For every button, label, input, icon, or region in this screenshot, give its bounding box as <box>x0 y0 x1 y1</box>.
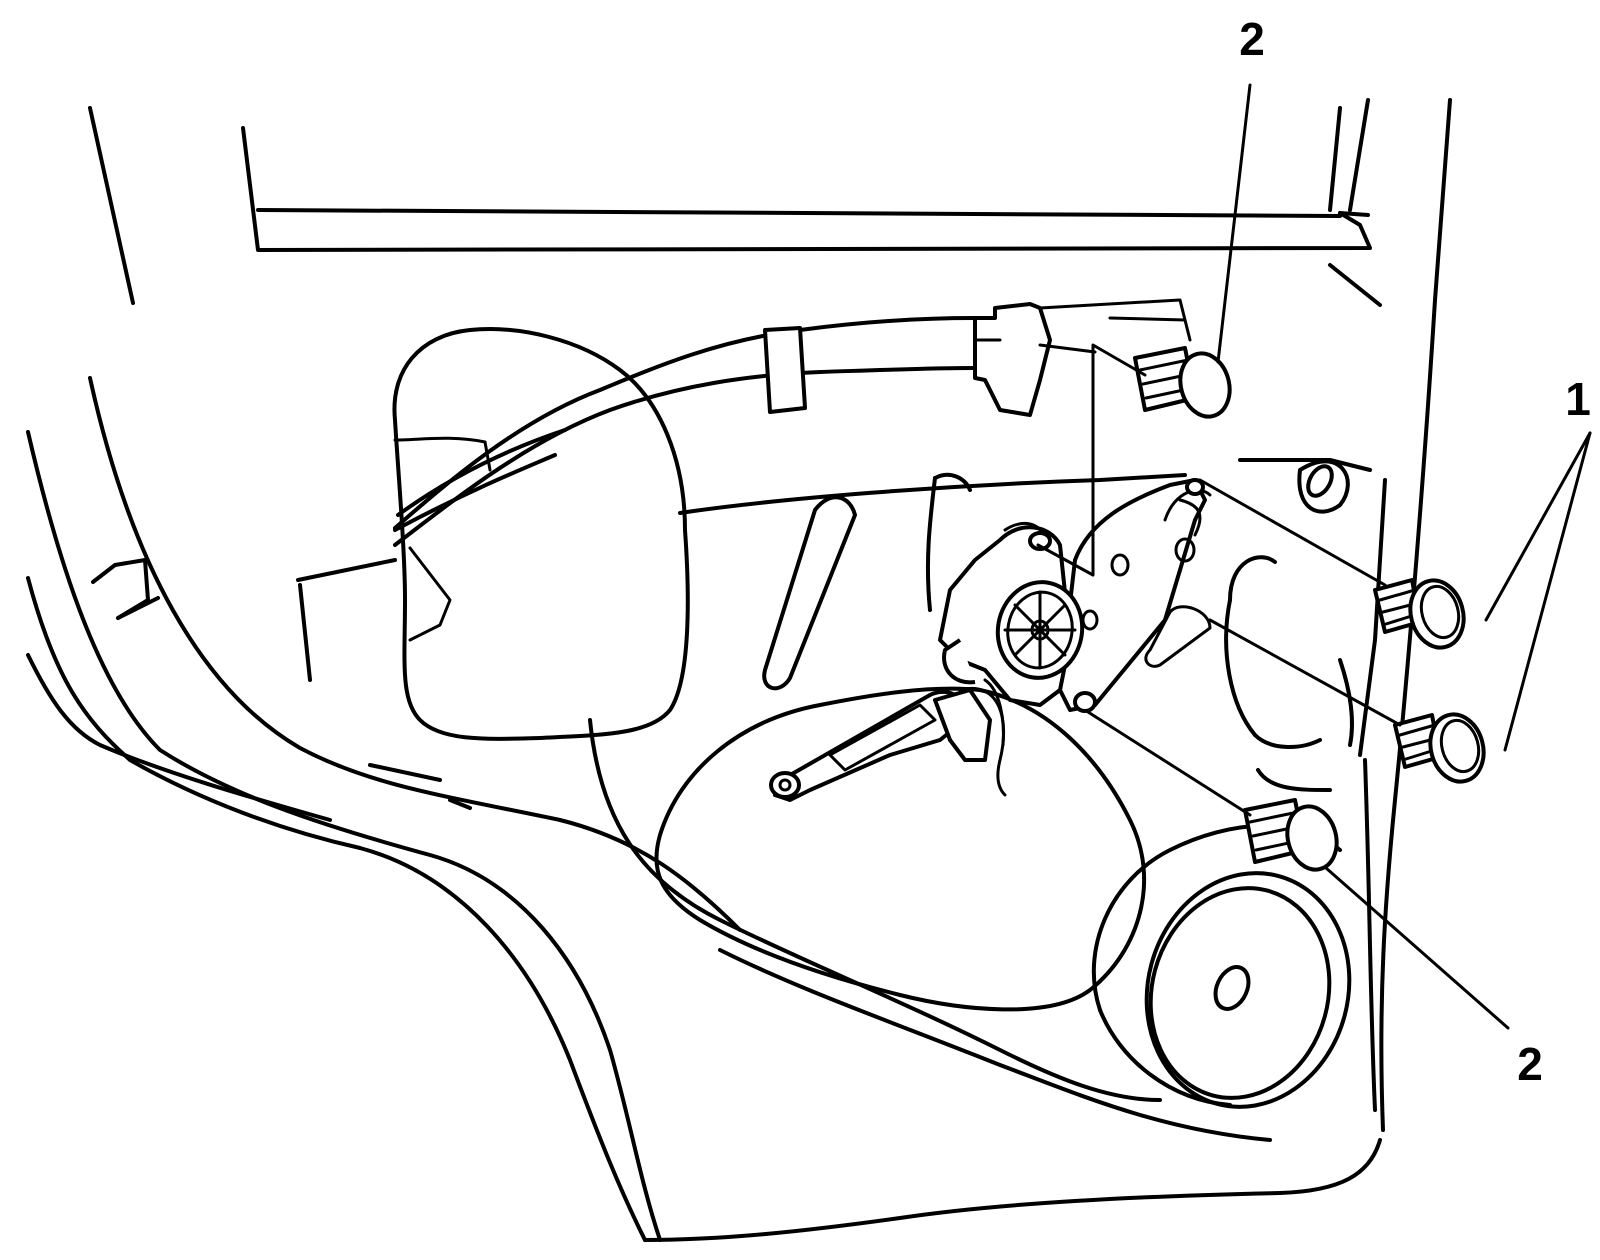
arm-roller <box>769 771 801 799</box>
bracket-keyhole <box>1174 537 1196 563</box>
callout-1-label: 1 <box>1565 373 1591 425</box>
panel-slots <box>762 459 1354 792</box>
lower-access-hole <box>654 686 1147 1012</box>
callout-2-bottom-label: 2 <box>1517 1038 1543 1090</box>
bolt-motor-upper <box>1373 578 1466 650</box>
window-regulator <box>769 478 1212 802</box>
motor-mount-hole-top <box>1028 531 1052 551</box>
window-frame <box>241 126 1372 252</box>
regulator-bracket <box>1058 478 1207 712</box>
leader-lines <box>1036 83 1592 1030</box>
bracket-slot <box>1144 605 1212 668</box>
wiring-harness <box>393 298 1192 547</box>
arm-pivot <box>933 688 992 762</box>
bolt-regulator-lower <box>1243 798 1339 872</box>
hole-lip <box>393 436 487 444</box>
door-shell <box>26 98 1452 1242</box>
upper-access-hole <box>392 327 690 741</box>
hole-tab <box>408 546 452 642</box>
harness-clip <box>763 326 807 414</box>
motor-tab <box>942 638 976 685</box>
bolt-regulator-upper <box>1133 346 1232 419</box>
motor-mount-hole-bottom <box>1073 691 1097 713</box>
speaker <box>1091 823 1352 1109</box>
inner-panel <box>296 458 1387 1142</box>
callout-2-top-label: 2 <box>1239 13 1265 65</box>
motor-mount-hole-upper-right <box>1185 478 1205 496</box>
panel-hole <box>1297 459 1350 514</box>
wire-connector <box>973 302 1052 417</box>
bolt-motor-lower <box>1393 712 1486 784</box>
